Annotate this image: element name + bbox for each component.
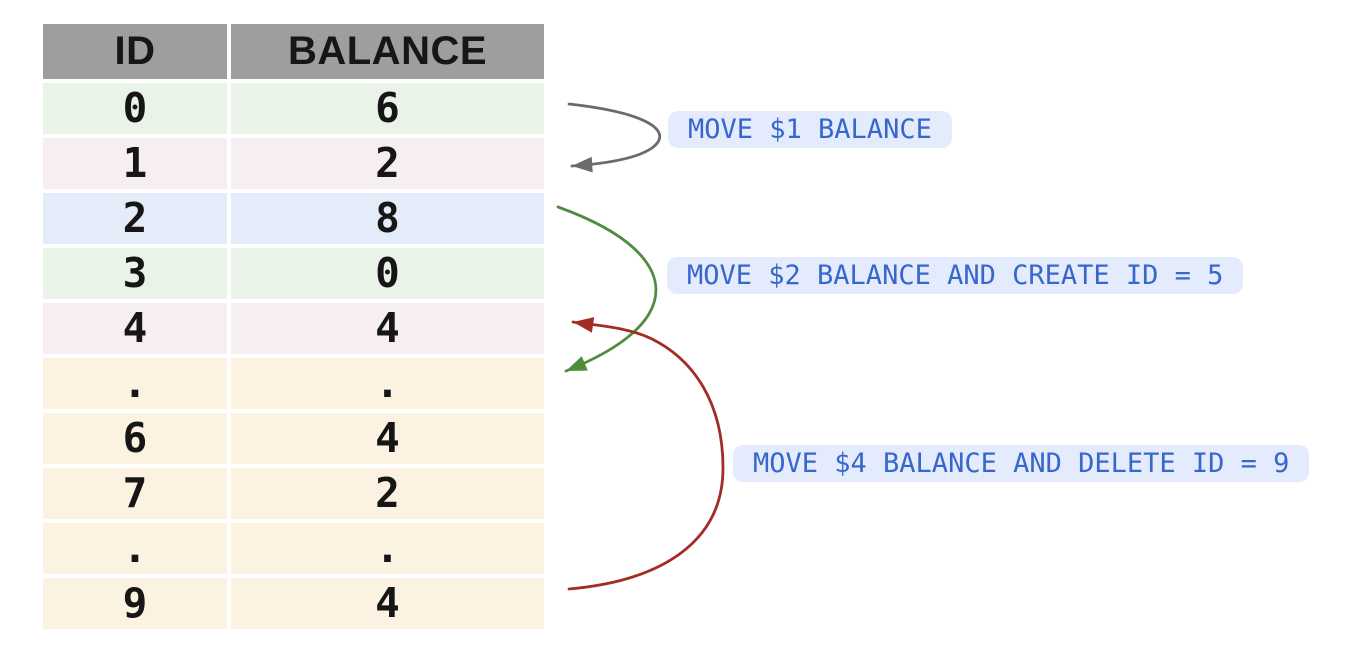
table-row: 3 0 (43, 248, 544, 299)
cell-id: 2 (43, 193, 227, 244)
cell-balance: 6 (231, 83, 544, 134)
cell-id: . (43, 523, 227, 574)
table-row: 1 2 (43, 138, 544, 189)
cell-id: . (43, 358, 227, 409)
table-row: 4 4 (43, 303, 544, 354)
cell-balance: 4 (231, 413, 544, 464)
cell-balance: 0 (231, 248, 544, 299)
header-row: ID BALANCE (43, 24, 544, 79)
table-header: ID BALANCE (43, 24, 544, 79)
annotation-move-2-balance-create: MOVE $2 BALANCE AND CREATE ID = 5 (667, 257, 1244, 294)
cell-balance: 2 (231, 468, 544, 519)
table-row: 2 8 (43, 193, 544, 244)
table-row: 7 2 (43, 468, 544, 519)
cell-balance: 4 (231, 578, 544, 629)
table-row-ellipsis: . . (43, 358, 544, 409)
table-row: 6 4 (43, 413, 544, 464)
cell-balance: 2 (231, 138, 544, 189)
cell-id: 3 (43, 248, 227, 299)
cell-id: 1 (43, 138, 227, 189)
cell-balance: 4 (231, 303, 544, 354)
column-header-id: ID (43, 24, 227, 79)
move-2-balance-arrow (556, 205, 658, 373)
cell-id: 9 (43, 578, 227, 629)
table-row-ellipsis: . . (43, 523, 544, 574)
cell-balance: . (231, 358, 544, 409)
cell-balance: 8 (231, 193, 544, 244)
cell-id: 4 (43, 303, 227, 354)
column-header-balance: BALANCE (231, 24, 544, 79)
annotation-move-1-balance: MOVE $1 BALANCE (668, 111, 952, 148)
table-body: 0 6 1 2 2 8 3 0 4 4 . . (43, 83, 544, 629)
cell-id: 7 (43, 468, 227, 519)
cell-id: 6 (43, 413, 227, 464)
table-row: 9 4 (43, 578, 544, 629)
move-4-balance-arrow (567, 317, 725, 591)
annotation-move-4-balance-delete: MOVE $4 BALANCE AND DELETE ID = 9 (733, 445, 1310, 482)
cell-id: 0 (43, 83, 227, 134)
table-row: 0 6 (43, 83, 544, 134)
balance-table: ID BALANCE 0 6 1 2 2 8 3 0 4 4 (39, 20, 548, 633)
cell-balance: . (231, 523, 544, 574)
move-1-balance-arrow (567, 102, 662, 173)
